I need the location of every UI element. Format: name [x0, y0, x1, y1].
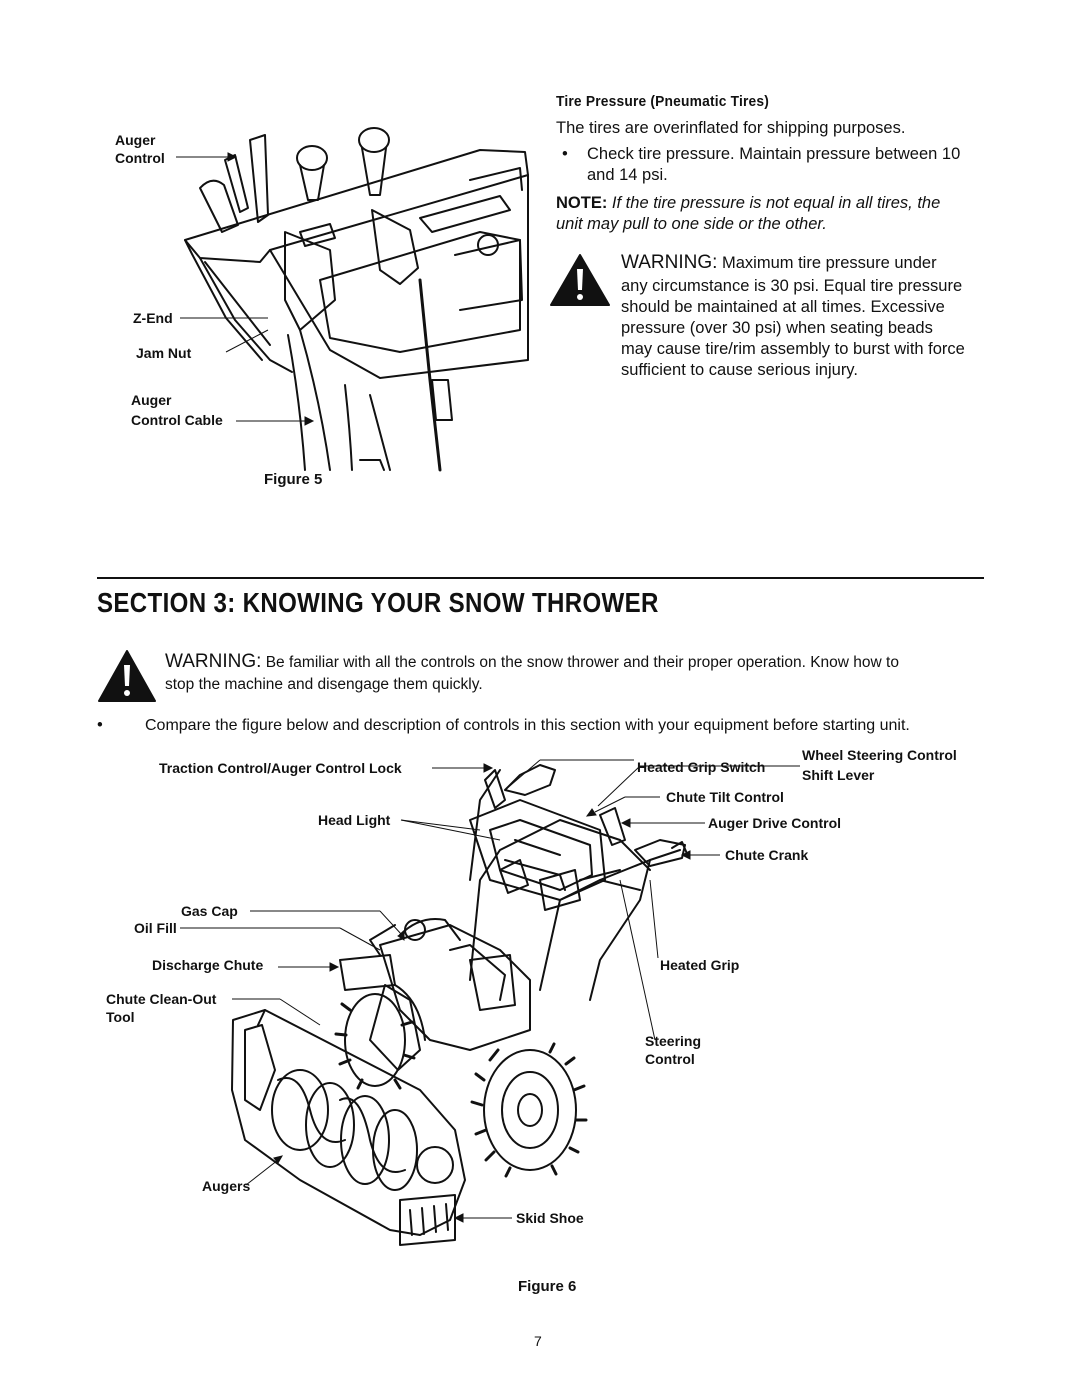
label-discharge-chute: Discharge Chute [152, 957, 264, 973]
tire-pressure-intro: The tires are overinflated for shipping … [556, 119, 906, 137]
tire-warning-text-0: Maximum tire pressure under [717, 254, 937, 272]
section-title: SECTION 3: KNOWING YOUR SNOW THROWER [97, 587, 659, 618]
label-jam-nut: Jam Nut [136, 345, 192, 361]
section-warning-line1: WARNING: Be familiar with all the contro… [165, 651, 899, 673]
label-z-end: Z-End [133, 310, 173, 326]
label-auger-drive: Auger Drive Control [708, 815, 842, 831]
figure-5-caption: Figure 5 [264, 471, 323, 488]
section-warning-label: WARNING: [165, 651, 262, 672]
label-head-light: Head Light [318, 812, 391, 828]
tire-note: NOTE: If the tire pressure is not equal … [556, 193, 986, 214]
label-auger-cable-1: Auger [131, 392, 172, 408]
bullet-dot: • [562, 145, 568, 163]
label-chute-tilt: Chute Tilt Control [666, 789, 784, 805]
label-gas-cap: Gas Cap [181, 903, 238, 919]
tire-warning-text-2: should be maintained at all times. Exces… [621, 298, 945, 316]
label-skid-shoe: Skid Shoe [516, 1210, 584, 1226]
label-control: Control [115, 150, 165, 166]
section-bullet: Compare the figure below and description… [145, 717, 910, 734]
section-rule [97, 577, 984, 579]
figure-6-illustration [180, 759, 800, 1246]
note-line1: If the tire pressure is not equal in all… [607, 194, 941, 212]
tire-pressure-heading: Tire Pressure (Pneumatic Tires) [556, 93, 770, 110]
tire-warning-text-3: pressure (over 30 psi) when seating bead… [621, 319, 933, 337]
page-number: 7 [534, 1333, 542, 1349]
label-chute-cleanout-1: Chute Clean-Out [106, 991, 217, 1007]
section-warning-text-1: Be familiar with all the controls on the… [261, 654, 899, 671]
label-chute-cleanout-2: Tool [106, 1009, 135, 1025]
label-oil-fill: Oil Fill [134, 920, 177, 936]
bullet-dot: • [97, 716, 103, 734]
label-traction-lock: Traction Control/Auger Control Lock [159, 760, 402, 776]
label-steering-1: Steering [645, 1033, 702, 1049]
section-warning-text-2: stop the machine and disengage them quic… [165, 676, 483, 693]
tire-warning-text-1: any circumstance is 30 psi. Equal tire p… [621, 277, 963, 295]
warning-triangle-icon [98, 650, 156, 702]
figure-5-illustration [176, 127, 529, 472]
label-shift-lever: Shift Lever [802, 767, 875, 783]
note-line2: unit may pull to one side or the other. [556, 215, 827, 233]
label-chute-crank: Chute Crank [725, 847, 809, 863]
tire-bullet-line1: Check tire pressure. Maintain pressure b… [587, 145, 961, 163]
label-auger: Auger [115, 132, 156, 148]
note-label: NOTE: [556, 194, 608, 212]
label-steering-2: Control [645, 1051, 695, 1067]
tire-warning-text-5: sufficient to cause serious injury. [621, 361, 858, 379]
warning-triangle-icon [550, 254, 610, 306]
label-heated-grip-switch: Heated Grip Switch [637, 759, 766, 775]
label-auger-cable-2: Control Cable [131, 412, 223, 428]
tire-bullet-line2: and 14 psi. [587, 166, 668, 184]
label-augers: Augers [202, 1178, 251, 1194]
tire-warning-line1: WARNING: Maximum tire pressure under [621, 252, 937, 274]
label-wheel-steering: Wheel Steering Control [802, 747, 957, 763]
tire-warning-text-4: may cause tire/rim assembly to burst wit… [621, 340, 965, 358]
figure-6-caption: Figure 6 [518, 1278, 577, 1295]
label-heated-grip: Heated Grip [660, 957, 740, 973]
tire-warning-label: WARNING: [621, 252, 718, 273]
